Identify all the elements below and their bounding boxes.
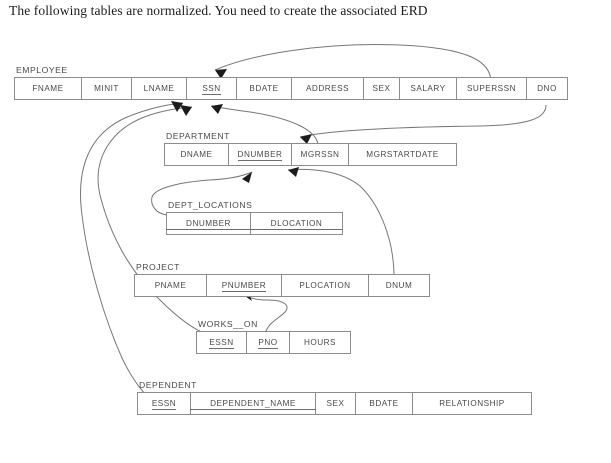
attribute-pnumber-primary-key[interactable]: PNUMBER — [207, 275, 282, 296]
attribute-essn-primary-key[interactable]: ESSN — [197, 332, 247, 353]
attribute-dno[interactable]: DNO — [537, 84, 557, 93]
entity-name-employee: EMPLOYEE — [16, 65, 68, 75]
attribute-row-project: PNAME PNUMBER PLOCATION DNUM — [134, 274, 430, 297]
attribute-address[interactable]: ADDRESS — [292, 78, 364, 99]
attribute-mgrssn[interactable]: MGRSSN — [292, 144, 349, 165]
attribute-pno-primary-key[interactable]: PNO — [247, 332, 290, 353]
entity-name-department: DEPARTMENT — [166, 131, 230, 141]
attribute-minit[interactable]: MINIT — [82, 78, 132, 99]
attribute-dnumber-primary-key[interactable]: DNUMBER — [166, 213, 251, 234]
attribute-bdate[interactable]: BDATE — [356, 393, 413, 414]
entity-name-works-on: WORKS__ON — [198, 319, 258, 329]
attribute-dlocation-primary-key[interactable]: DLOCATION — [250, 213, 343, 234]
entity-dept-locations[interactable]: DEPT_LOCATIONS DNUMBER DLOCATION — [166, 200, 343, 235]
entity-department[interactable]: DEPARTMENT DNAME DNUMBER MGRSSN MGRSTART… — [164, 131, 457, 166]
attribute-dname[interactable]: DNAME — [165, 144, 229, 165]
attribute-salary[interactable]: SALARY — [400, 78, 457, 99]
attribute-fname[interactable]: FNAME — [15, 78, 82, 99]
attribute-bdate[interactable]: BDATE — [237, 78, 292, 99]
attribute-dependent-name-primary-key[interactable]: DEPENDENT_NAME — [190, 393, 316, 414]
attribute-plocation[interactable]: PLOCATION — [282, 275, 369, 296]
entity-works-on[interactable]: WORKS__ON ESSN PNO HOURS — [196, 319, 351, 354]
entity-name-dept-locations: DEPT_LOCATIONS — [168, 200, 253, 210]
attribute-sex[interactable]: SEX — [364, 78, 400, 99]
entity-name-dependent: DEPENDENT — [139, 380, 197, 390]
page-title: The following tables are normalized. You… — [9, 3, 428, 18]
attribute-superssn[interactable]: SUPERSSN — [457, 78, 527, 99]
attribute-hours[interactable]: HOURS — [303, 338, 337, 347]
attribute-pname[interactable]: PNAME — [135, 275, 207, 296]
entity-name-project: PROJECT — [136, 262, 180, 272]
attribute-ssn-primary-key[interactable]: SSN — [187, 78, 237, 99]
attribute-mgrstartdate[interactable]: MGRSTARTDATE — [366, 150, 439, 159]
attribute-row-works-on: ESSN PNO HOURS — [196, 331, 351, 354]
attribute-row-dependent: ESSN DEPENDENT_NAME SEX BDATE RELATIONSH… — [137, 392, 532, 415]
attribute-relationship[interactable]: RELATIONSHIP — [439, 399, 505, 408]
attribute-row-department: DNAME DNUMBER MGRSSN MGRSTARTDATE — [164, 143, 457, 166]
attribute-row-employee: FNAME MINIT LNAME SSN BDATE ADDRESS SEX … — [14, 77, 568, 100]
entity-project[interactable]: PROJECT PNAME PNUMBER PLOCATION DNUM — [134, 262, 430, 297]
entity-employee[interactable]: EMPLOYEE FNAME MINIT LNAME SSN BDATE ADD… — [14, 65, 568, 100]
attribute-essn-primary-key[interactable]: ESSN — [138, 393, 191, 414]
attribute-dnum[interactable]: DNUM — [385, 281, 413, 290]
attribute-row-dept-locations: DNUMBER DLOCATION — [166, 212, 343, 235]
attribute-dnumber-primary-key[interactable]: DNUMBER — [229, 144, 292, 165]
attribute-sex[interactable]: SEX — [316, 393, 356, 414]
attribute-lname[interactable]: LNAME — [132, 78, 187, 99]
entity-dependent[interactable]: DEPENDENT ESSN DEPENDENT_NAME SEX BDATE … — [137, 380, 532, 415]
